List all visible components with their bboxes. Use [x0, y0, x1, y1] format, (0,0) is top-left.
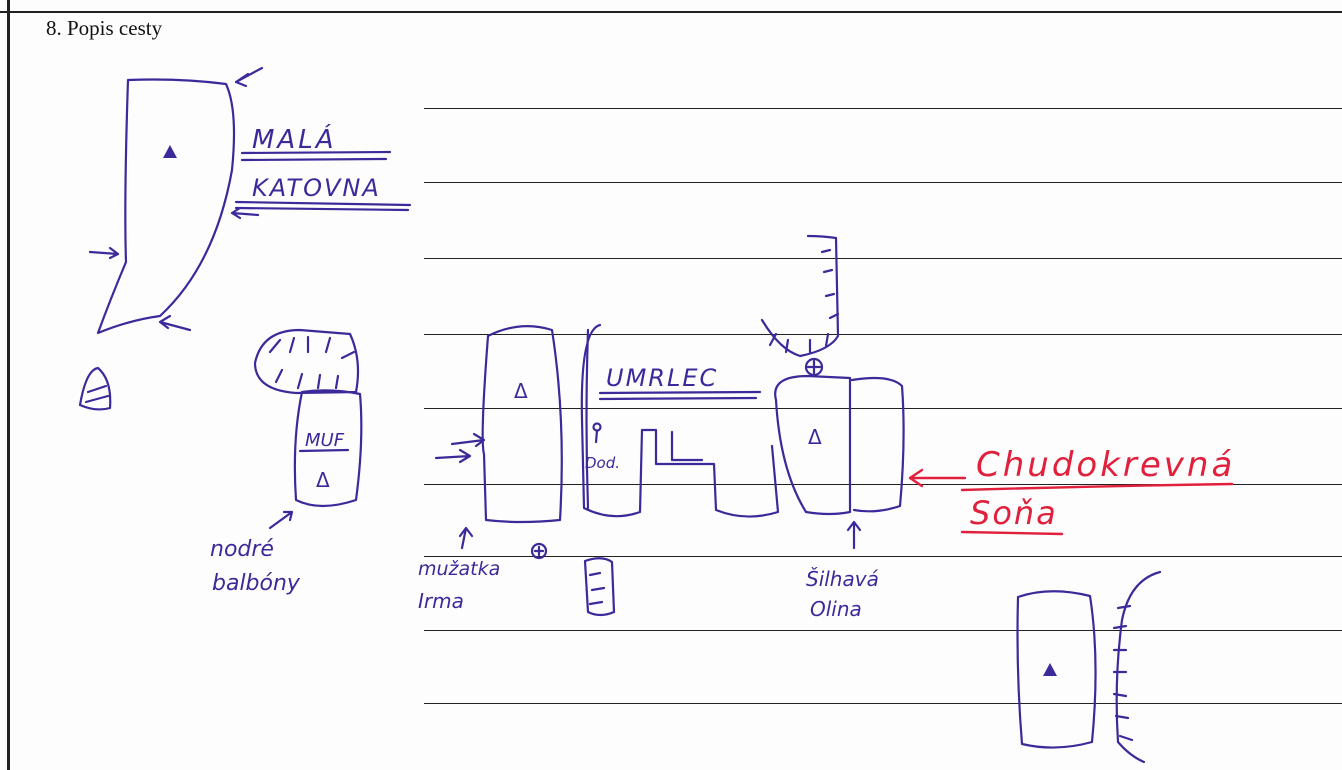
page-frame-top [0, 0, 1342, 13]
red-arrow-icon [908, 468, 967, 488]
ruled-line [424, 484, 1342, 485]
sketch-belay-point [592, 422, 602, 432]
section-title: 8. Popis cesty [46, 16, 163, 40]
label-olina: Olina [810, 597, 862, 621]
arrow-icon [158, 314, 192, 332]
ruled-line [424, 703, 1342, 704]
ruled-line [424, 556, 1342, 557]
sketch-rock-bottom-right [1016, 590, 1097, 749]
ruled-line [424, 182, 1342, 183]
arrow-icon [234, 66, 264, 88]
sketch-boulder [804, 357, 824, 377]
label-nodre: nodré [210, 537, 274, 562]
page-frame-left [0, 0, 10, 770]
label-balbony: balbóny [212, 571, 301, 596]
peak-marker-icon [163, 145, 177, 158]
label-sona: Soňa [970, 494, 1058, 532]
red-underline-sona [960, 530, 1064, 536]
label-muf: MUF [305, 430, 345, 451]
sketch-boulder [530, 542, 548, 560]
arrow-icon [88, 246, 120, 260]
ruled-line [424, 630, 1342, 631]
ruled-line [424, 258, 1342, 259]
sketch-small-rock-bottom [583, 557, 616, 617]
arrow-icon [230, 206, 260, 220]
sketch-wall-bottom-right [1115, 570, 1162, 764]
label-katovna: KATOVNA [252, 174, 381, 202]
peak-marker-icon [1043, 663, 1057, 676]
label-chudokrevna: Chudokrevná [976, 445, 1235, 485]
peak-symbol-olina: Δ [808, 425, 822, 449]
sketch-small-peak [78, 366, 112, 411]
sketch-rock-olina-side [850, 376, 905, 513]
arrow-icon [268, 510, 294, 530]
label-irma: Irma [418, 589, 464, 613]
sketch-rock-mala-katovna [96, 78, 236, 335]
underline-mala [240, 150, 392, 162]
peak-symbol-irma: Δ [514, 379, 528, 403]
underline-umrlec [598, 390, 762, 401]
arrow-icon [450, 432, 486, 448]
sketch-ridge-umrlec [580, 323, 780, 518]
underline-katovna [234, 200, 412, 212]
ruled-line [424, 108, 1342, 109]
arrow-icon [458, 526, 474, 550]
label-umrlec: UMRLEC [606, 364, 718, 392]
label-silhava: Šilhavá [806, 567, 879, 591]
arrow-icon [846, 520, 862, 550]
sketch-rock-muf [293, 389, 363, 508]
arrow-icon [434, 448, 472, 464]
label-muzatka: mužatka [418, 558, 500, 580]
label-dod: Dod. [585, 454, 620, 472]
red-underline-chudokrevna [960, 482, 1234, 492]
peak-symbol-muf: Δ [316, 468, 330, 492]
label-mala: MALÁ [252, 123, 337, 155]
sketch-rock-olina-main [774, 374, 852, 516]
ruled-line [424, 334, 1342, 335]
ruled-line [424, 408, 1342, 409]
sketch-rock-irma [481, 325, 563, 524]
sketch-overhang-top [253, 328, 360, 395]
